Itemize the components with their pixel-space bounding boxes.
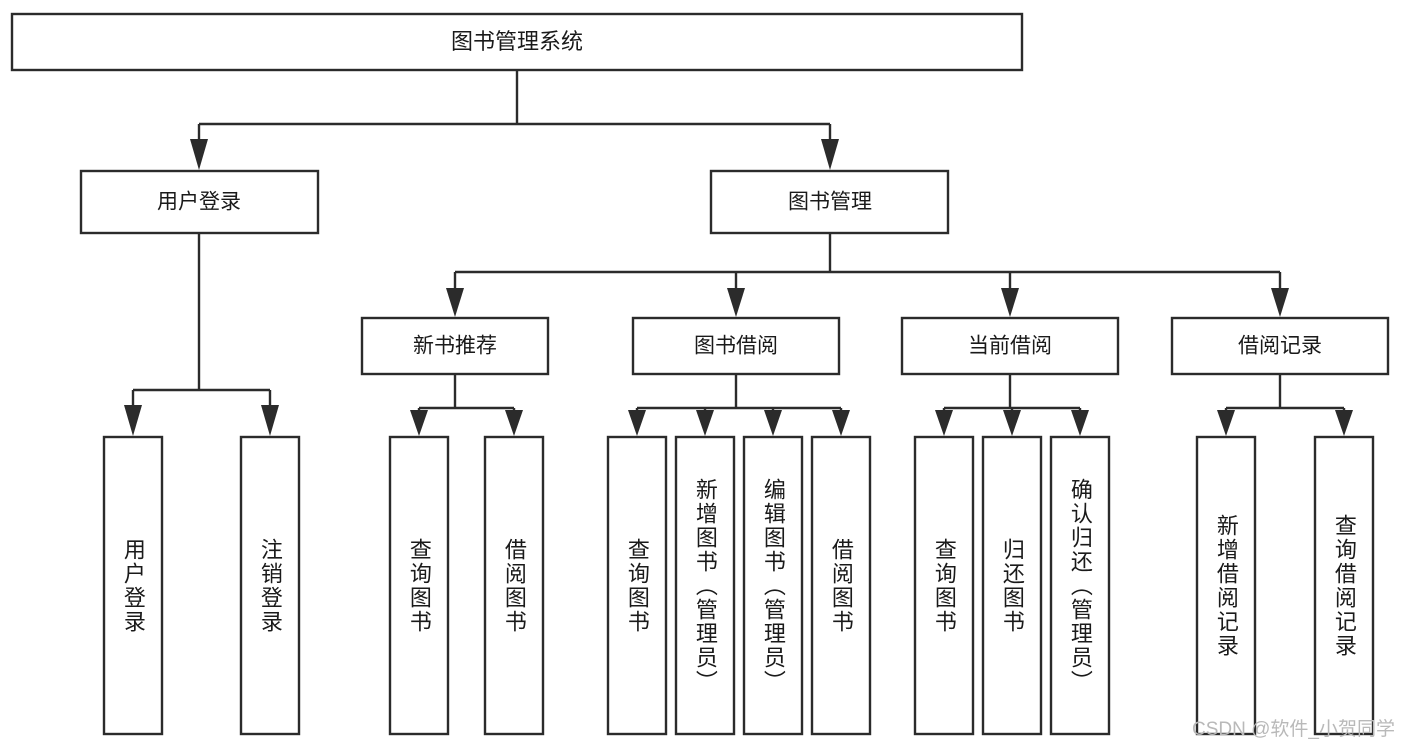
arrow-head-cb-leaf1 [935, 410, 953, 436]
node-user-login-box[interactable] [79, 169, 320, 235]
node-book-borrow-label: 图书借阅 [694, 335, 778, 358]
node-book-borrow-box[interactable] [631, 316, 841, 376]
node-book-management-box[interactable] [709, 169, 950, 235]
connector-group-book-mgmt [446, 233, 1289, 317]
arrow-head-bb-leaf4 [832, 410, 850, 436]
node-root[interactable]: 图书管理系统 [10, 12, 1024, 72]
arrow-head-cb-leaf2 [1003, 410, 1021, 436]
arrow-head-cb-leaf3 [1071, 410, 1089, 436]
node-root-label: 图书管理系统 [451, 29, 583, 54]
arrow-head-leaf-logout [261, 405, 279, 436]
arrow-head-bb-leaf3 [764, 410, 782, 436]
leaf-box-query-book-bb[interactable] [606, 435, 668, 736]
arrow-head-borrow-record [1271, 288, 1289, 317]
leaf-box-borrow-book-nbr[interactable] [483, 435, 545, 736]
leaf-box-borrow-book-bb[interactable] [810, 435, 872, 736]
node-book-management-label: 图书管理 [788, 191, 872, 214]
arrow-head-bb-leaf2 [696, 410, 714, 436]
connector-group-user-login [124, 233, 279, 436]
connector-group-current-borrow [935, 374, 1089, 436]
node-current-borrow-box[interactable] [900, 316, 1120, 376]
node-root-box[interactable] [10, 12, 1024, 72]
node-borrow-record[interactable]: 借阅记录 [1170, 316, 1390, 376]
arrow-head-book-mgmt [821, 139, 839, 170]
leaf-box-logout[interactable] [239, 435, 301, 736]
leaf-box-query-book-nbr[interactable] [388, 435, 450, 736]
arrow-head-bb-leaf1 [628, 410, 646, 436]
arrow-head-new-book-rec [446, 288, 464, 317]
watermark-text: CSDN @软件_小贺同学 [1192, 719, 1395, 740]
arrow-head-nbr-leaf1 [410, 410, 428, 436]
leaf-box-add-borrow-record[interactable] [1195, 435, 1257, 736]
arrow-head-nbr-leaf2 [505, 410, 523, 436]
node-user-login-label: 用户登录 [157, 191, 241, 214]
node-borrow-record-label: 借阅记录 [1238, 335, 1322, 358]
connector-group-new-book-rec [410, 374, 523, 436]
arrow-head-book-borrow [727, 288, 745, 317]
leaf-box-user-login[interactable] [102, 435, 164, 736]
node-user-login[interactable]: 用户登录 [79, 169, 320, 235]
arrow-head-br-leaf1 [1217, 410, 1235, 436]
node-current-borrow[interactable]: 当前借阅 [900, 316, 1120, 376]
arrow-head-user-login [190, 139, 208, 170]
node-new-book-recommend-label: 新书推荐 [413, 335, 497, 358]
arrow-head-current-borrow [1001, 288, 1019, 317]
leaf-box-query-book-cb[interactable] [913, 435, 975, 736]
leaf-box-edit-book-admin[interactable] [742, 435, 804, 736]
leaf-box-add-book-admin[interactable] [674, 435, 736, 736]
node-book-borrow[interactable]: 图书借阅 [631, 316, 841, 376]
node-borrow-record-box[interactable] [1170, 316, 1390, 376]
node-current-borrow-label: 当前借阅 [968, 335, 1052, 358]
node-new-book-recommend-box[interactable] [360, 316, 550, 376]
arrow-head-br-leaf2 [1335, 410, 1353, 436]
node-book-management[interactable]: 图书管理 [709, 169, 950, 235]
node-new-book-recommend[interactable]: 新书推荐 [360, 316, 550, 376]
connector-group-borrow-record [1217, 374, 1353, 436]
arrow-head-leaf-user-login [124, 405, 142, 436]
leaf-box-confirm-return-admin[interactable] [1049, 435, 1111, 736]
leaf-box-query-borrow-record[interactable] [1313, 435, 1375, 736]
leaf-box-group [102, 435, 1375, 736]
connector-group-book-borrow [628, 374, 850, 436]
leaf-box-return-book[interactable] [981, 435, 1043, 736]
connector-group-root [190, 70, 839, 170]
